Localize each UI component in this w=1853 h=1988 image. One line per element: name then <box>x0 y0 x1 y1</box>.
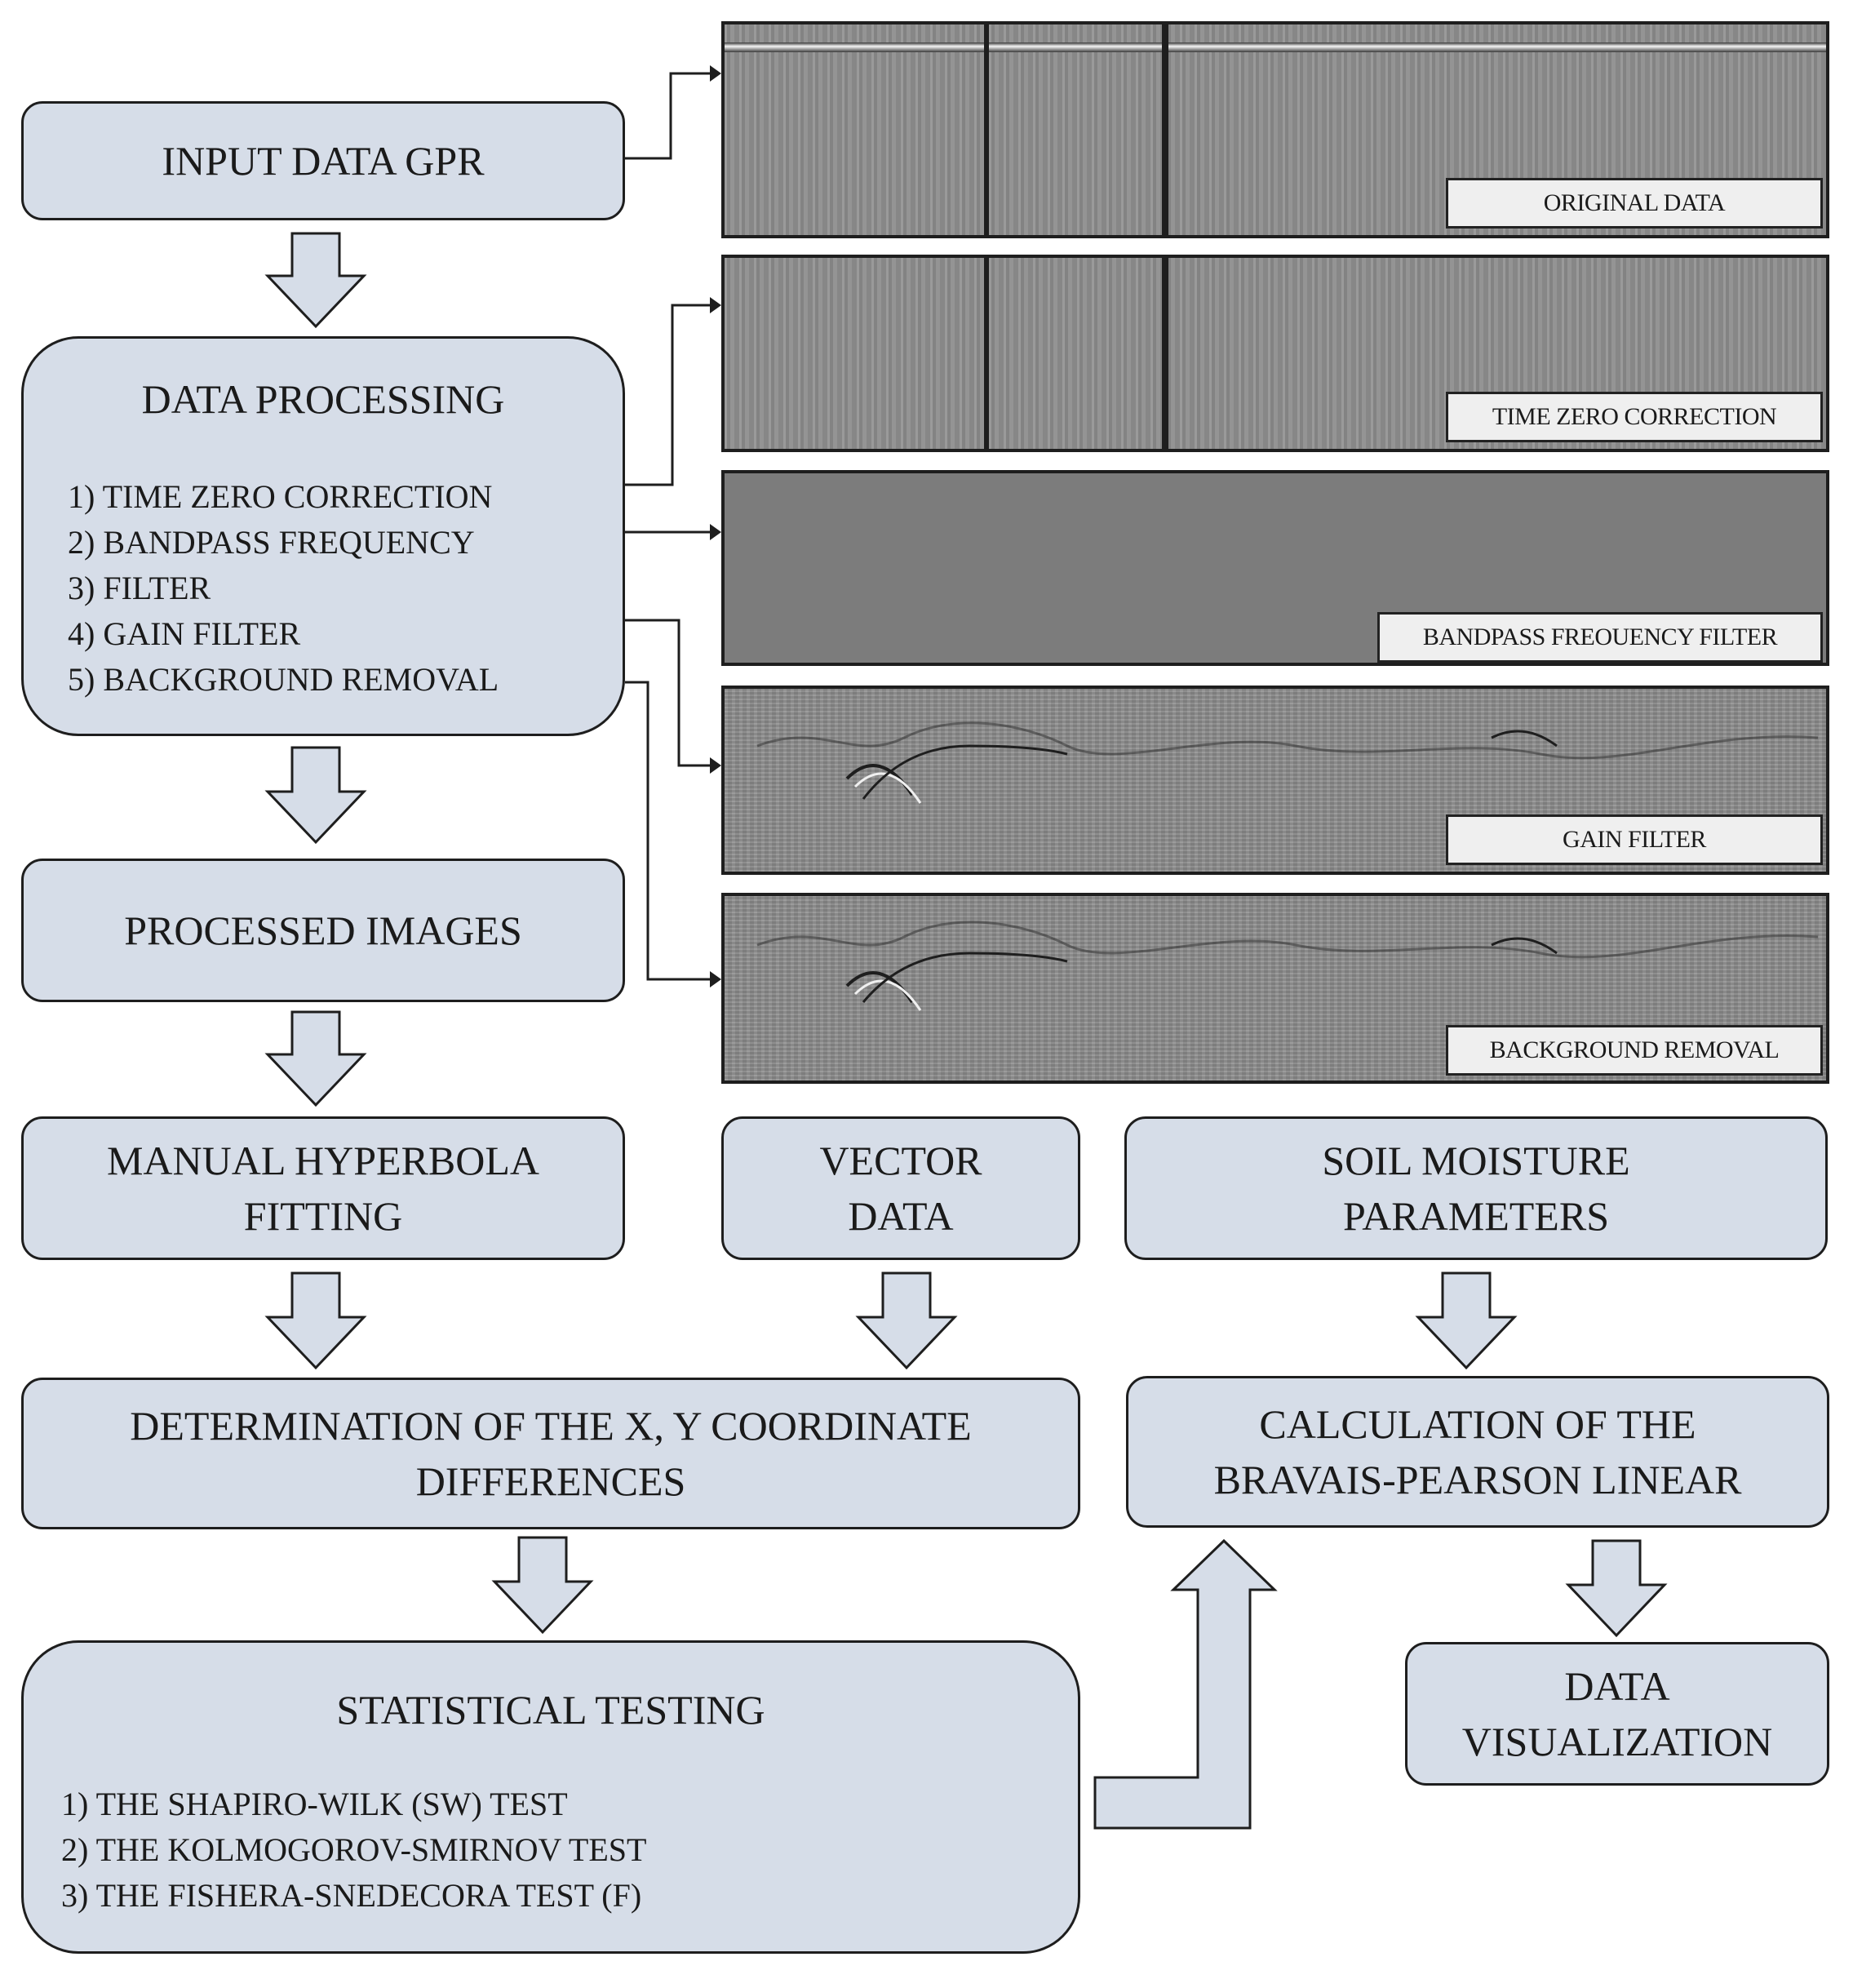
coordinate-differences-box: DETERMINATION OF THE X, Y COORDINATE DIF… <box>21 1378 1080 1529</box>
soil-moisture-parameters-box: SOIL MOISTURE PARAMETERS <box>1124 1116 1828 1260</box>
down-arrow-icon <box>264 1010 367 1107</box>
statistical-testing-title: STATISTICAL TESTING <box>336 1687 765 1733</box>
bravais-pearson-line: CALCULATION OF THE <box>1259 1401 1696 1447</box>
processing-step: 4) GAIN FILTER <box>68 615 301 652</box>
trace-marker-line <box>1162 258 1168 449</box>
data-visualization-line: VISUALIZATION <box>1461 1719 1773 1764</box>
bravais-pearson-box: CALCULATION OF THE BRAVAIS-PEARSON LINEA… <box>1126 1376 1829 1528</box>
statistical-test: 1) THE SHAPIRO-WILK (SW) TEST <box>61 1786 568 1822</box>
trace-marker-line <box>1162 24 1168 235</box>
data-processing-box: DATA PROCESSING 1) TIME ZERO CORRECTION … <box>21 336 625 736</box>
radargram-label: BANDPASS FREOUENCY FILTER <box>1377 612 1823 663</box>
radargram-background-removal: BACKGROUND REMOVAL <box>721 893 1829 1084</box>
bent-up-arrow-icon <box>1093 1538 1278 1830</box>
down-arrow-icon <box>264 232 367 329</box>
down-arrow-icon <box>264 746 367 845</box>
manual-fitting-line: MANUAL HYPERBOLA <box>106 1138 540 1183</box>
trace-marker-line <box>984 24 989 235</box>
processing-step: 3) FILTER <box>68 570 211 606</box>
vector-data-box: VECTOR DATA <box>721 1116 1080 1260</box>
radargram-label: GAIN FILTER <box>1446 814 1823 865</box>
connector-arrow <box>625 619 711 767</box>
manual-fitting-line: FITTING <box>243 1193 403 1239</box>
soil-moisture-line: PARAMETERS <box>1342 1193 1610 1239</box>
vector-data-line: DATA <box>848 1193 954 1239</box>
bravais-pearson-line: BRAVAIS-PEARSON LINEAR <box>1213 1457 1742 1502</box>
processing-step: 2) BANDPASS FREQUENCY <box>68 524 475 561</box>
down-arrow-icon <box>855 1271 958 1370</box>
soil-moisture-line: SOIL MOISTURE <box>1322 1138 1630 1183</box>
down-arrow-icon <box>1565 1539 1668 1638</box>
radargram-label: TIME ZERO CORRECTION <box>1446 392 1823 442</box>
connector-arrow <box>625 72 711 160</box>
arrowhead-icon <box>710 524 721 540</box>
statistical-tests-list: 1) THE SHAPIRO-WILK (SW) TEST 2) THE KOL… <box>61 1782 646 1919</box>
data-visualization-line: DATA <box>1564 1663 1670 1709</box>
down-arrow-icon <box>1415 1271 1518 1370</box>
coordinate-diff-line: DIFFERENCES <box>415 1458 686 1504</box>
arrowhead-icon <box>710 757 721 774</box>
processed-images-label: PROCESSED IMAGES <box>124 907 522 953</box>
surface-reflection-band <box>725 42 1826 52</box>
vector-data-line: VECTOR <box>819 1138 982 1183</box>
hyperbola-reflection-pattern <box>756 921 1819 1011</box>
coordinate-diff-line: DETERMINATION OF THE X, Y COORDINATE <box>130 1403 972 1449</box>
processing-steps-list: 1) TIME ZERO CORRECTION 2) BANDPASS FREQ… <box>68 474 499 703</box>
hyperbola-reflection-pattern <box>756 721 1819 804</box>
radargram-gain-filter: GAIN FILTER <box>721 686 1829 875</box>
connector-arrow <box>625 681 711 981</box>
processed-images-box: PROCESSED IMAGES <box>21 859 625 1002</box>
input-data-box: INPUT DATA GPR <box>21 101 625 220</box>
statistical-test: 2) THE KOLMOGOROV-SMIRNOV TEST <box>61 1831 647 1868</box>
arrowhead-icon <box>710 971 721 987</box>
radargram-label: ORIGINAL DATA <box>1446 178 1823 229</box>
connector-arrow <box>625 304 711 486</box>
arrowhead-icon <box>710 297 721 313</box>
processing-step: 5) BACKGROUND REMOVAL <box>68 661 499 698</box>
manual-hyperbola-fitting-box: MANUAL HYPERBOLA FITTING <box>21 1116 625 1260</box>
down-arrow-icon <box>491 1536 594 1635</box>
radargram-label: BACKGROUND REMOVAL <box>1446 1025 1823 1076</box>
statistical-testing-box: STATISTICAL TESTING 1) THE SHAPIRO-WILK … <box>21 1640 1080 1954</box>
data-visualization-box: DATA VISUALIZATION <box>1405 1642 1829 1786</box>
input-data-label: INPUT DATA GPR <box>162 138 485 184</box>
processing-step: 1) TIME ZERO CORRECTION <box>68 478 493 515</box>
down-arrow-icon <box>264 1271 367 1370</box>
radargram-original: ORIGINAL DATA <box>721 21 1829 238</box>
radargram-time-zero: TIME ZERO CORRECTION <box>721 255 1829 452</box>
statistical-test: 3) THE FISHERA-SNEDECORA TEST (F) <box>61 1877 642 1914</box>
arrowhead-icon <box>710 65 721 82</box>
data-processing-title: DATA PROCESSING <box>141 376 505 422</box>
radargram-bandpass: BANDPASS FREOUENCY FILTER <box>721 470 1829 666</box>
trace-marker-line <box>984 258 989 449</box>
